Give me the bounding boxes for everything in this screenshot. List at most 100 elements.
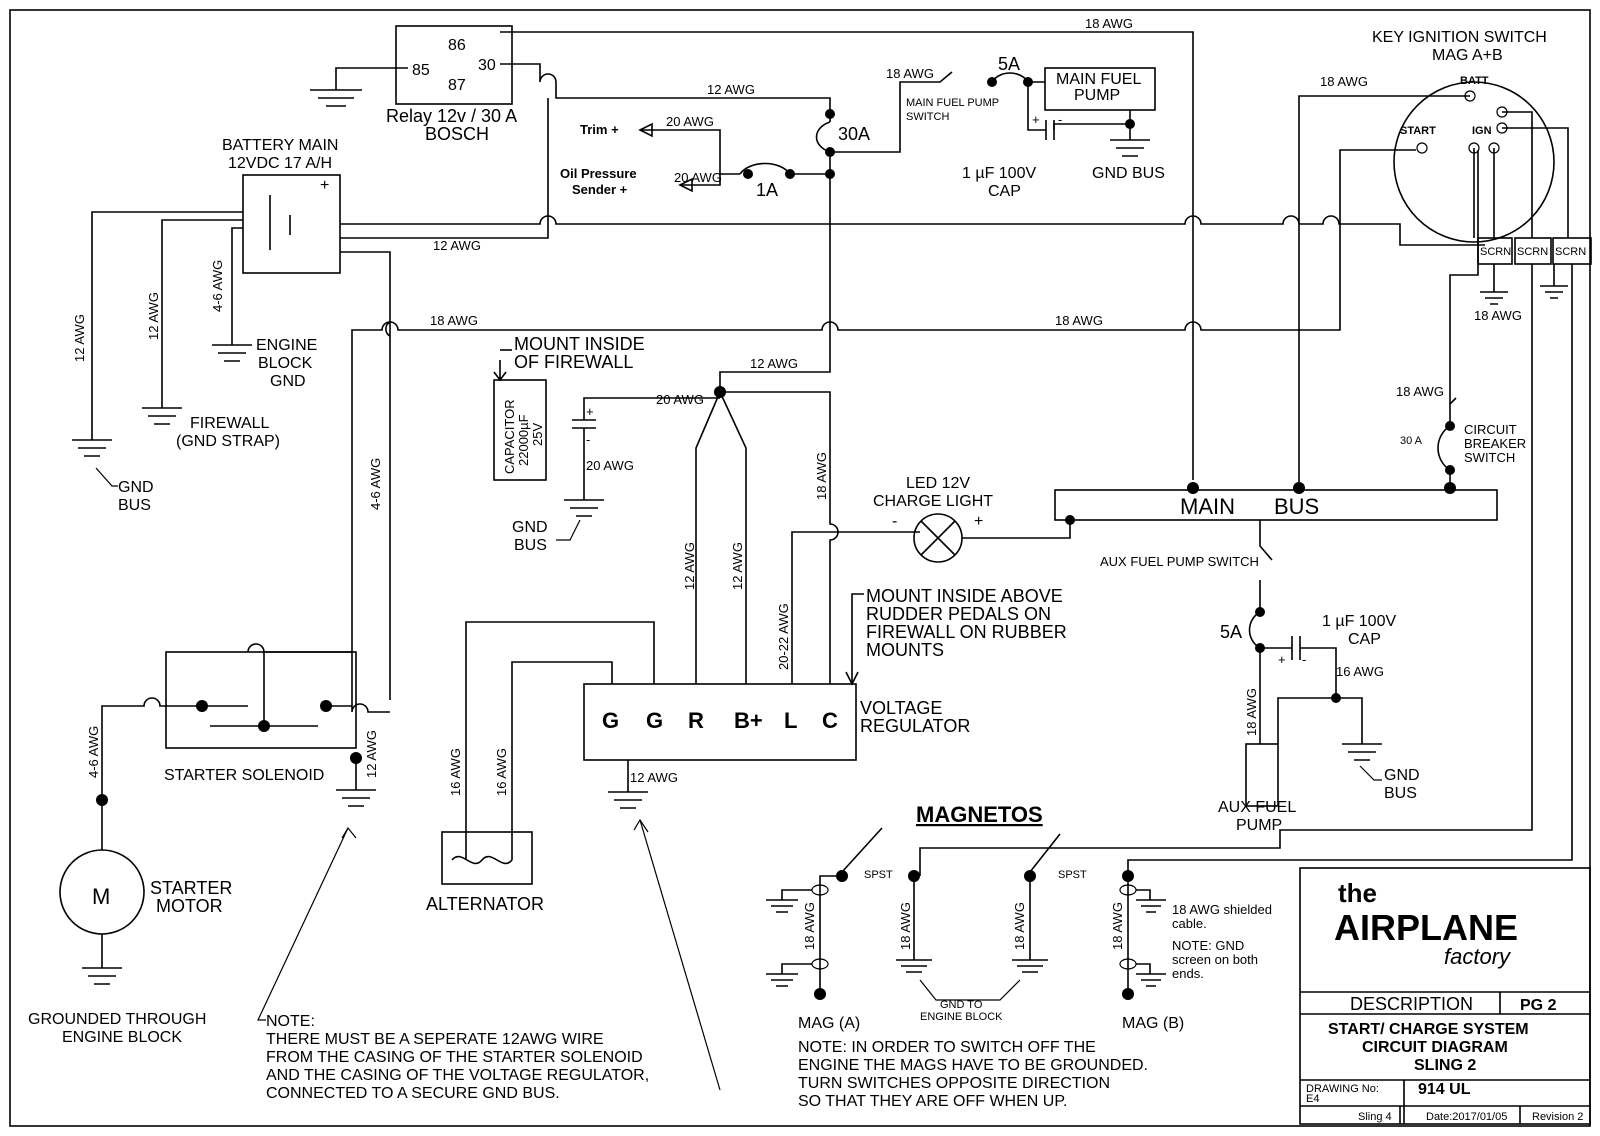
wire-label-b-12awg: 12 AWG [730,542,745,590]
starter-motor-1: STARTER [150,878,232,898]
wire-label-aux-16awg: 16 AWG [1336,664,1384,679]
logo-the: the [1338,878,1377,908]
main-cap-2: CAP [988,183,1021,200]
tb-model: Sling 4 [1358,1111,1392,1123]
starter-solenoid [165,651,357,749]
wire-label-bat-46awg: 4-6 AWG [210,260,225,312]
wire-label-18awg-right: 18 AWG [1055,313,1103,328]
aux-cap-minus: - [1302,652,1306,667]
scrn-1: SCRN [1480,246,1511,258]
main-fuel-pump [1044,67,1156,111]
main-bus-label-2: BUS [1274,494,1319,519]
firewall-gnd-2: (GND STRAP) [176,433,280,450]
ignition-batt: BATT [1460,75,1489,87]
regulator-mount-1: MOUNT INSIDE ABOVE [866,586,1063,606]
wire-label-scrn-18awg: 18 AWG [1474,308,1522,323]
relay-pin-85: 85 [412,62,430,79]
magnetos-title: MAGNETOS [916,802,1043,827]
wire-label-solgnd-12awg: 12 AWG [364,730,379,778]
wire-label-bat-12awg-b: 12 AWG [146,292,161,340]
output-oil-2: Sender + [572,182,628,197]
ignition-start: START [1400,125,1436,137]
logo-main: AIRPLANE [1334,907,1518,948]
relay-pin-86: 86 [448,37,466,54]
aux-fuel-pump [1245,743,1279,807]
regulator-mount-3: FIREWALL ON RUBBER [866,622,1067,642]
wire-label-main-12awg: 12 AWG [433,238,481,253]
tb-page: PG 2 [1520,997,1557,1014]
relay-pin-87: 87 [448,77,466,94]
scrn-box-1 [1477,237,1513,265]
wire-label-oil-20awg: 20 AWG [674,170,722,185]
fuse-30a-label: 30A [838,124,870,144]
regulator-terminal: L [784,708,797,733]
screen-note-3: ends. [1172,966,1204,981]
wire-label-cap-20awg-b: 20 AWG [586,458,634,473]
regulator-mount-2: RUDDER PEDALS ON [866,604,1051,624]
wire-label-reg-12awg: 12 AWG [630,770,678,785]
wire-label-r-12awg: 12 AWG [682,542,697,590]
wire-label-magb-gnd-18awg: 18 AWG [1012,902,1027,950]
cb-label-2: BREAKER [1464,436,1526,451]
engine-block-gnd-3: GND [270,373,306,390]
wire-label-aux-18awg: 18 AWG [1244,688,1259,736]
wire-label-cb-18awg: 18 AWG [1396,384,1444,399]
wire-label-motor-46awg: 4-6 AWG [86,726,101,778]
grounded-2: ENGINE BLOCK [62,1029,182,1046]
regulator-terminal: G [646,708,663,733]
cb-30a: 30 A [1400,435,1423,447]
wire-label-relay-12awg: 12 AWG [707,82,755,97]
tb-revision: Revision 2 [1532,1111,1583,1123]
gnd-bus-aux-1: GND [1384,767,1420,784]
note-ground-4: CONNECTED TO A SECURE GND BUS. [266,1085,560,1102]
relay-pin-30: 30 [478,57,496,74]
logo-sub: factory [1444,944,1512,969]
aux-fuel-switch: AUX FUEL PUMP SWITCH [1100,554,1259,569]
gnd-bus-cap-1: GND [512,519,548,536]
regulator-name-1: VOLTAGE [860,698,942,718]
wire-label-l-2022awg: 20-22 AWG [776,603,791,670]
mag-note-3: TURN SWITCHES OPPOSITE DIRECTION [798,1075,1110,1092]
ignition-title-2: MAG A+B [1432,47,1503,64]
mag-a-label: MAG (A) [798,1015,860,1032]
mag-b-label: MAG (B) [1122,1015,1184,1032]
output-oil-1: Oil Pressure [560,166,637,181]
regulator-terminal: G [602,708,619,733]
main-fuel-gnd: GND BUS [1092,165,1165,182]
gnd-engine-2: ENGINE BLOCK [920,1011,1003,1023]
aux-pump-1: AUX FUEL [1218,799,1296,816]
spst-a: SPST [864,869,893,881]
scrn-box-2 [1514,237,1552,265]
note-ground-1: THERE MUST BE A SEPERATE 12AWG WIRE [266,1031,604,1048]
firewall-gnd-1: FIREWALL [190,415,270,432]
wire-label-magb-18awg: 18 AWG [1110,902,1125,950]
mag-note-4: SO THAT THEY ARE OFF WHEN UP. [798,1093,1067,1110]
main-fuel-switch-2: SWITCH [906,111,949,123]
charge-light-minus: - [892,513,897,530]
aux-cap-plus: + [1278,652,1286,667]
charge-light-plus: + [974,513,983,530]
tb-title-4: 914 UL [1418,1081,1471,1098]
battery-plus: + [320,177,329,194]
wire-label-alt-16awg-b: 16 AWG [494,748,509,796]
scrn-2: SCRN [1517,246,1548,258]
aux-pump-2: PUMP [1236,817,1282,834]
mag-note-2: ENGINE THE MAGS HAVE TO BE GROUNDED. [798,1057,1148,1074]
main-bus-label-1: MAIN [1180,494,1235,519]
relay: 86 85 87 30 Relay 12v / 30 A BOSCH [386,25,517,144]
main-fuel-pump-1: MAIN FUEL [1056,71,1141,88]
cap-voltage: 25V [530,423,545,446]
starter-solenoid-label: STARTER SOLENOID [164,767,324,784]
main-cap-1: 1 µF 100V [962,165,1036,182]
main-bus [1054,489,1498,521]
alternator-name: ALTERNATOR [426,894,544,914]
cap-name: CAPACITOR [502,399,517,474]
shielded-1: 18 AWG shielded [1172,902,1272,917]
ignition-ign: IGN [1472,125,1492,137]
gnd-bus-left-1: GND [118,479,154,496]
regulator-terminal: C [822,708,838,733]
main-cap-minus: - [1058,112,1062,127]
wire-label-maga-18awg: 18 AWG [802,902,817,950]
starter-motor-2: MOTOR [156,896,223,916]
battery: + BATTERY MAIN 12VDC 17 A/H [222,137,341,274]
